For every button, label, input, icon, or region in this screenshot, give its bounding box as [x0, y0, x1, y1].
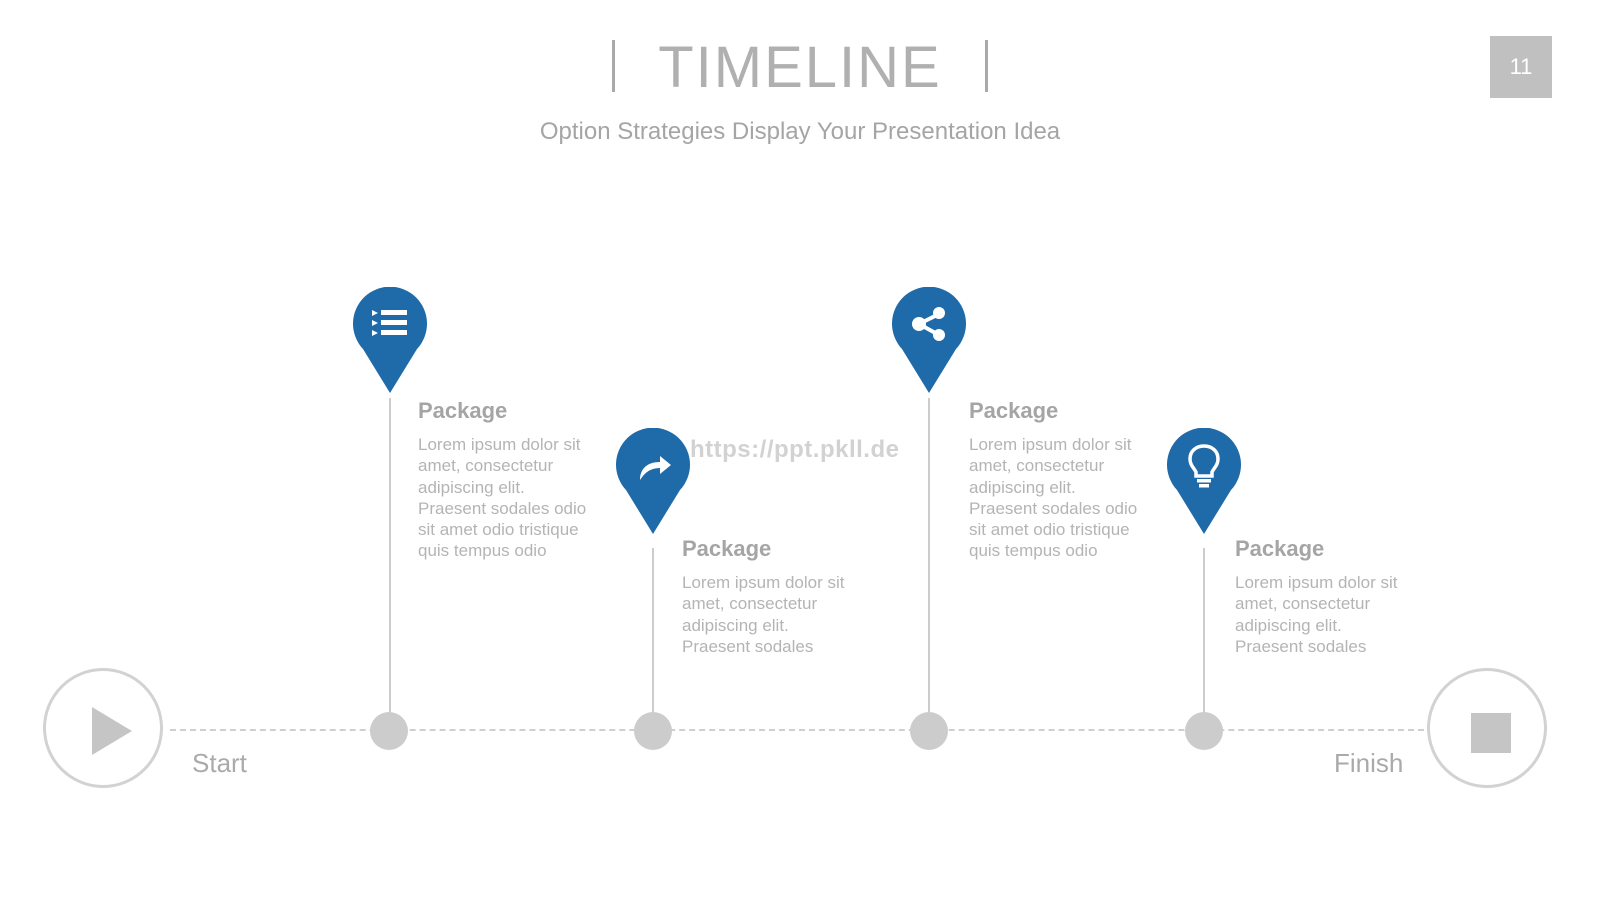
milestone-2-pin[interactable] — [616, 427, 690, 534]
milestone-1-body: Lorem ipsum dolor sit amet, consectetur … — [418, 435, 587, 561]
milestone-1-pin[interactable] — [353, 286, 427, 393]
timeline-line — [170, 729, 1424, 731]
start-label: Start — [192, 748, 247, 778]
watermark-url: https://ppt.pkll.de — [690, 436, 900, 463]
title-left-divider — [612, 40, 615, 92]
milestone-2-body: Lorem ipsum dolor sit amet, consectetur … — [682, 573, 845, 656]
milestone-1-dot[interactable] — [370, 712, 408, 750]
list-icon — [353, 286, 427, 393]
milestone-3-dot[interactable] — [910, 712, 948, 750]
milestone-4-dot[interactable] — [1185, 712, 1223, 750]
stop-icon — [1471, 713, 1511, 753]
finish-label: Finish — [1334, 748, 1404, 778]
milestone-4-title: Package — [1235, 536, 1325, 561]
start-button[interactable] — [43, 668, 163, 788]
title-right-divider — [985, 40, 988, 92]
milestone-3-body: Lorem ipsum dolor sit amet, consectetur … — [969, 435, 1138, 561]
share-nodes-icon — [892, 286, 966, 393]
milestone-3-title: Package — [969, 398, 1059, 423]
milestone-2-stem — [652, 548, 654, 714]
milestone-1-title: Package — [418, 398, 508, 423]
milestone-3-stem — [928, 398, 930, 714]
milestone-2-title: Package — [682, 536, 772, 561]
page-subtitle: Option Strategies Display Your Presentat… — [539, 118, 1061, 145]
page-title: TIMELINE — [658, 35, 942, 100]
lightbulb-icon — [1167, 427, 1241, 534]
milestone-1-stem — [389, 398, 391, 714]
share-arrow-icon — [616, 427, 690, 534]
play-icon — [92, 707, 132, 755]
title-bar: TIMELINE — [0, 28, 1600, 108]
milestone-4-stem — [1203, 548, 1205, 714]
finish-button[interactable] — [1427, 668, 1547, 788]
milestone-3-pin[interactable] — [892, 286, 966, 393]
milestone-4-body: Lorem ipsum dolor sit amet, consectetur … — [1235, 573, 1398, 656]
page-number-badge: 11 — [1490, 36, 1552, 98]
milestone-2-dot[interactable] — [634, 712, 672, 750]
milestone-4-pin[interactable] — [1167, 427, 1241, 534]
